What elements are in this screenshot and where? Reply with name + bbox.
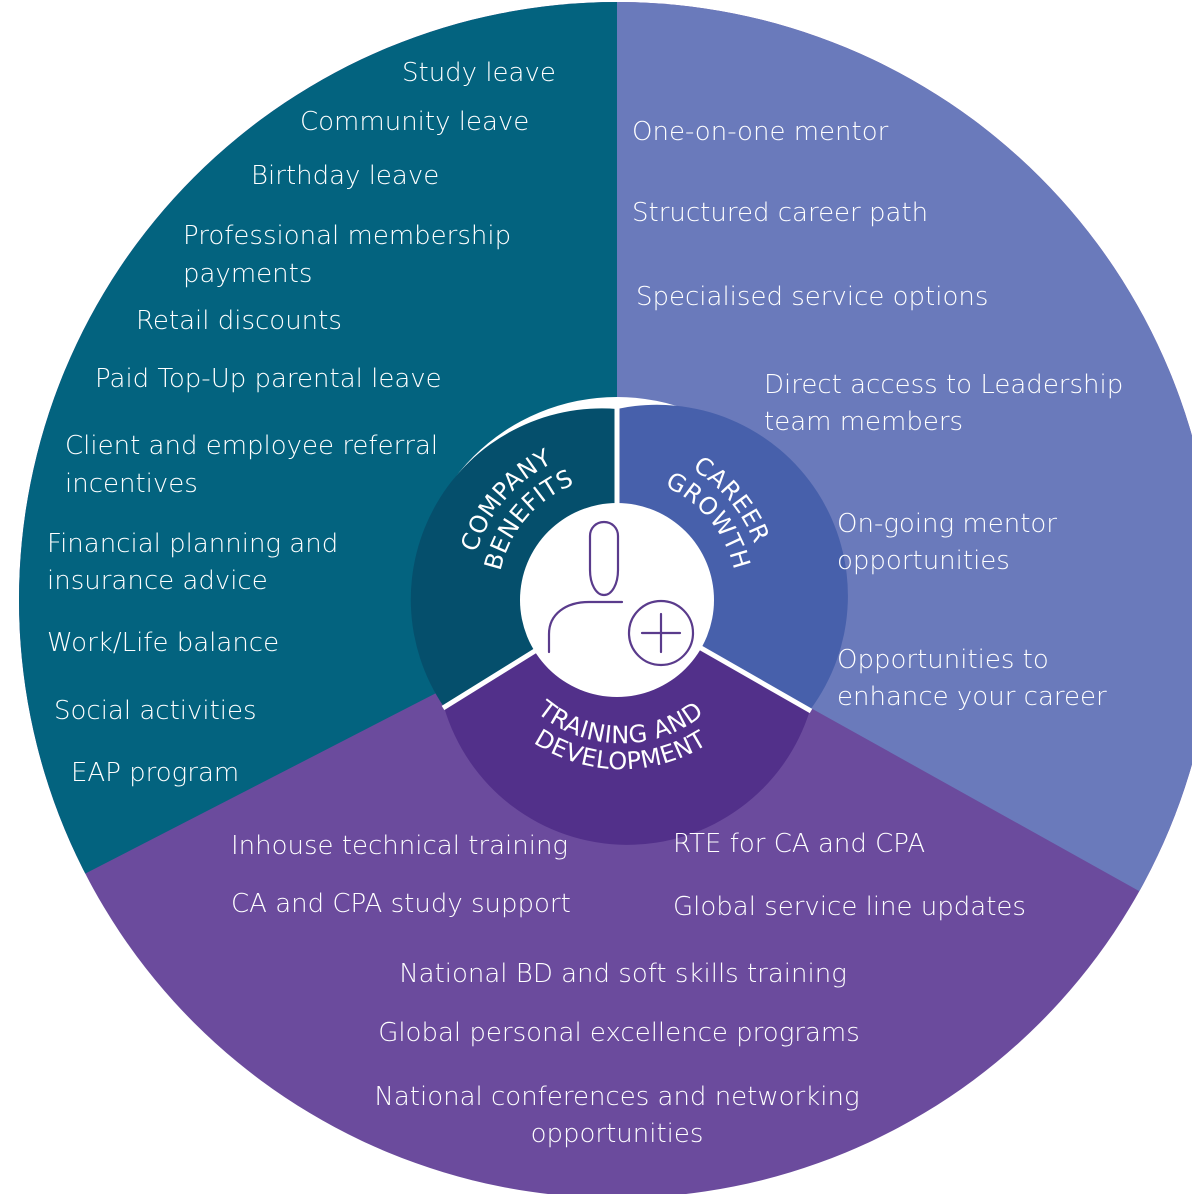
list-item: Inhouse technical training <box>231 831 568 861</box>
person-add-icon <box>547 520 695 667</box>
list-item: Social activities <box>54 696 257 726</box>
center-circle <box>520 503 714 697</box>
career-growth-hub-segment <box>617 404 848 710</box>
list-item: Community leave <box>300 107 529 137</box>
list-item: Specialised service options <box>636 282 988 312</box>
list-item: insurance advice <box>47 566 268 596</box>
list-item: Structured career path <box>632 198 928 228</box>
list-item: National BD and soft skills training <box>399 959 847 989</box>
list-item: Global service line updates <box>673 892 1026 922</box>
list-item: Work/Life balance <box>47 628 279 658</box>
list-item: opportunities <box>837 546 1010 576</box>
list-item: Professional membership <box>183 221 511 251</box>
list-item: payments <box>183 259 312 289</box>
company-benefits-hub-segment <box>410 408 617 707</box>
list-item: RTE for CA and CPA <box>673 829 925 859</box>
list-item: team members <box>764 407 963 437</box>
list-item: National conferences and networking <box>374 1082 859 1112</box>
company-benefits-sector <box>19 2 617 920</box>
list-item: Opportunities to <box>837 645 1049 675</box>
list-item: Paid Top-Up parental leave <box>95 364 442 394</box>
list-item: One-on-one mentor <box>632 117 889 147</box>
list-item: EAP program <box>71 758 239 788</box>
career-growth-sector <box>617 2 1192 925</box>
list-item: Client and employee referral <box>65 431 438 461</box>
list-item: Retail discounts <box>136 306 342 336</box>
list-item: opportunities <box>531 1119 704 1149</box>
list-item: enhance your career <box>837 682 1107 712</box>
list-item: Global personal excellence programs <box>378 1018 860 1048</box>
career-growth-items: One-on-one mentor Structured career path… <box>632 117 1123 712</box>
list-item: CA and CPA study support <box>231 889 571 919</box>
training-hub-segment <box>444 600 810 845</box>
list-item: Financial planning and <box>47 529 338 559</box>
training-development-items: Inhouse technical training RTE for CA an… <box>231 829 1026 1149</box>
list-item: incentives <box>65 469 198 499</box>
list-item: Study leave <box>402 58 556 88</box>
list-item: On-going mentor <box>837 509 1057 539</box>
list-item: Direct access to Leadership <box>764 370 1123 400</box>
list-item: Birthday leave <box>251 161 439 191</box>
company-benefits-items: Study leave Community leave Birthday lea… <box>47 58 556 788</box>
